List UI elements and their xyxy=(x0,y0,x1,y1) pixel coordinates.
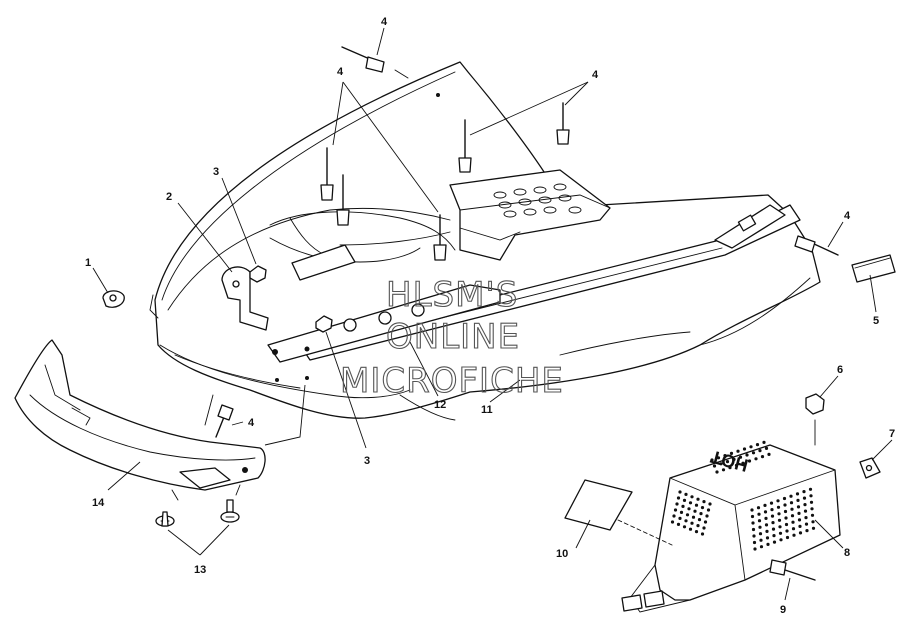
callout-8: 8 xyxy=(844,547,850,559)
callout-11: 11 xyxy=(481,404,493,416)
shield-perforations xyxy=(670,440,816,551)
part-8-heat-shield: HOT xyxy=(621,440,841,613)
bracket-slots xyxy=(493,183,582,218)
callout-6: 6 xyxy=(837,364,843,376)
part-7-clip xyxy=(859,457,881,479)
callout-4-left-mid: 4 xyxy=(337,66,344,78)
callout-10: 10 xyxy=(556,548,568,560)
callout-5: 5 xyxy=(873,315,879,327)
watermark: HLSM'S ONLINE MICROFICHE xyxy=(339,274,564,401)
callout-9: 9 xyxy=(780,604,786,616)
callout-4-top: 4 xyxy=(381,16,388,28)
callout-4-right-top: 4 xyxy=(592,69,599,81)
callout-1: 1 xyxy=(85,257,91,269)
watermark-line-3: MICROFICHE xyxy=(340,361,564,401)
leader-lines xyxy=(92,27,893,601)
part-4-rivets xyxy=(204,46,839,438)
part-3-nut-top xyxy=(249,265,267,283)
part-9-rivet xyxy=(769,559,816,581)
callout-7: 7 xyxy=(889,428,895,440)
part-2-bracket xyxy=(221,266,269,331)
callout-13: 13 xyxy=(194,564,206,576)
callout-12: 12 xyxy=(434,399,446,411)
part-10-label xyxy=(564,479,673,546)
part-6-bolt xyxy=(805,393,825,446)
callout-3-top: 3 xyxy=(213,166,219,178)
callout-labels: 1 2 3 4 4 4 4 4 5 6 7 8 9 10 11 12 3 13 … xyxy=(85,16,895,616)
callout-3-bottom: 3 xyxy=(364,455,370,467)
callout-14: 14 xyxy=(92,497,105,509)
callout-4-bottom: 4 xyxy=(248,417,255,429)
upper-bracket xyxy=(291,169,611,281)
watermark-line-2: ONLINE xyxy=(386,317,520,357)
watermark-line-1: HLSM'S xyxy=(386,275,518,315)
callout-4-right: 4 xyxy=(844,210,851,222)
part-1-clip xyxy=(102,290,125,308)
part-13-screws xyxy=(155,484,241,527)
part-14-bumper xyxy=(14,339,266,491)
part-5-pad xyxy=(851,254,896,283)
rear-ledge xyxy=(714,204,786,249)
part-3-nut-bottom xyxy=(315,315,333,333)
callout-2: 2 xyxy=(166,191,172,203)
